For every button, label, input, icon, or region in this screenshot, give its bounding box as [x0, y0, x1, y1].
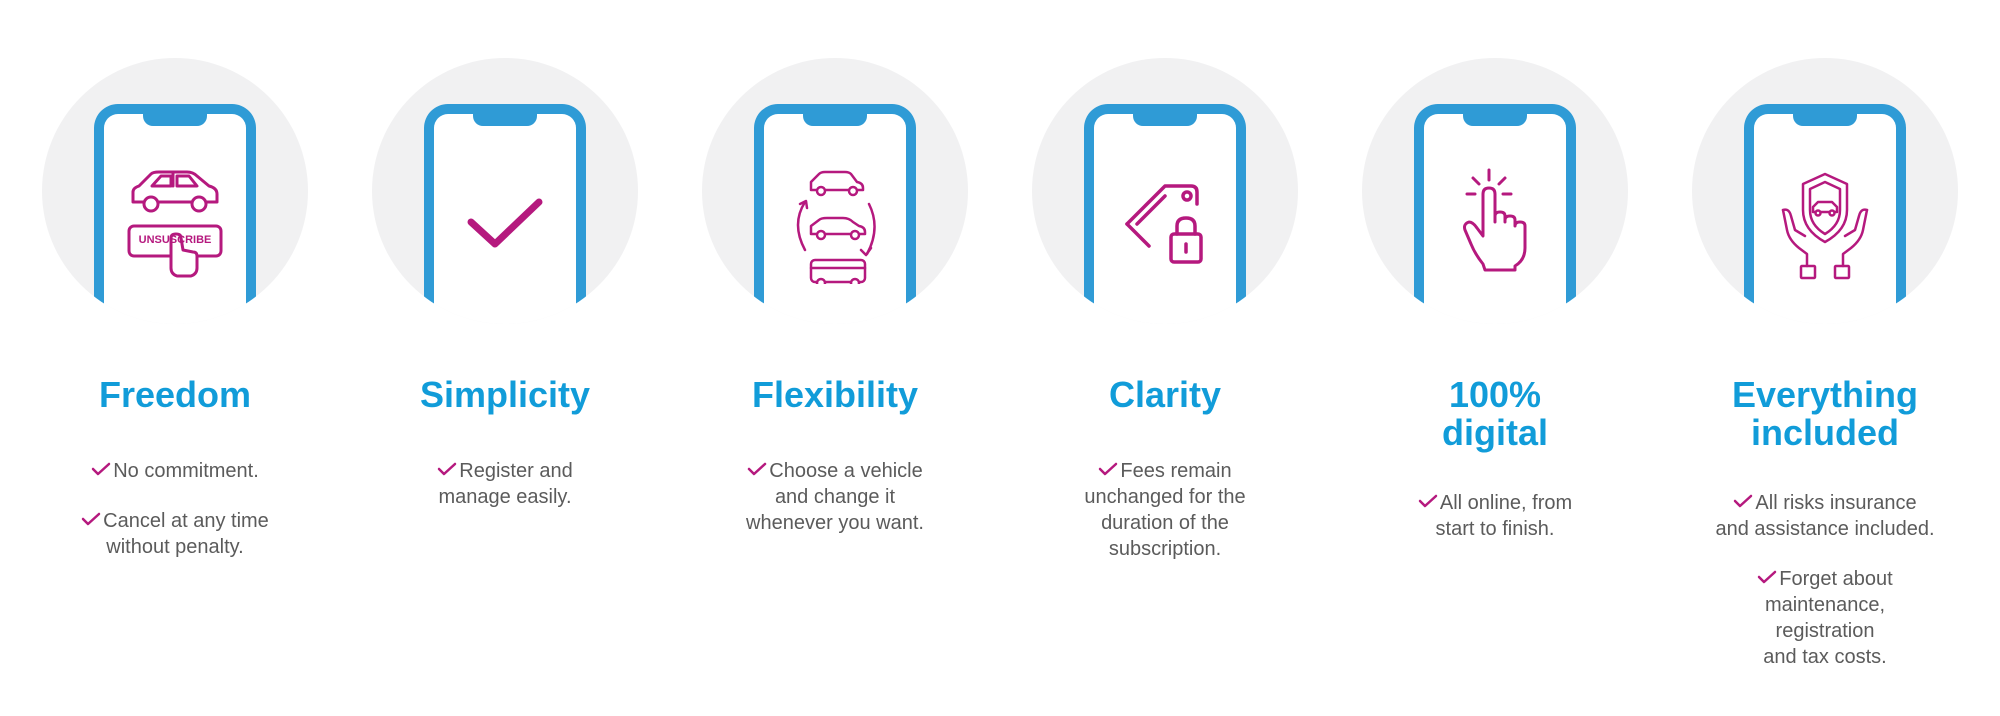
phone-notch [1463, 112, 1527, 126]
check-icon [437, 462, 457, 476]
feature-title: Simplicity [340, 376, 670, 414]
feature-freedom: UNSUSCRIBE Freedom No commitment. Cancel… [10, 0, 340, 716]
feature-point-text: Choose a vehicle and change it whenever … [746, 460, 924, 534]
feature-circle [372, 58, 638, 324]
phone-frame: UNSUSCRIBE [94, 104, 256, 324]
feature-point-text: All risks insurance and assistance inclu… [1715, 492, 1935, 540]
feature-circle [702, 58, 968, 324]
phone-frame [1084, 104, 1246, 324]
feature-simplicity: Simplicity Register and manage easily. [340, 0, 670, 716]
check-icon [1418, 494, 1438, 508]
feature-point: All online, from start to finish. [1330, 490, 1660, 542]
hands-shield-car-icon [1775, 164, 1875, 284]
feature-point: Forget about maintenance, registration a… [1660, 566, 1990, 670]
feature-point-text: Cancel at any time without penalty. [103, 510, 269, 558]
feature-title-text: Everything included [1731, 374, 1919, 453]
feature-title: Clarity [1000, 376, 1330, 414]
phone-notch [1793, 112, 1857, 126]
feature-point: Register and manage easily. [340, 458, 670, 510]
check-icon [1757, 570, 1777, 584]
tap-finger-icon [1445, 164, 1545, 284]
feature-points: Fees remain unchanged for the duration o… [1000, 458, 1330, 586]
feature-point: No commitment. [10, 458, 340, 484]
check-icon [81, 512, 101, 526]
check-icon [747, 462, 767, 476]
phone-frame [1414, 104, 1576, 324]
feature-clarity: Clarity Fees remain unchanged for the du… [1000, 0, 1330, 716]
car-unsubscribe-icon: UNSUSCRIBE [125, 164, 225, 284]
phone-notch [803, 112, 867, 126]
feature-point-text: Forget about maintenance, registration a… [1763, 568, 1893, 668]
feature-title-text: Flexibility [751, 374, 919, 415]
checkmark-icon [455, 164, 555, 284]
phone-notch [473, 112, 537, 126]
feature-flexibility: Flexibility Choose a vehicle and change … [670, 0, 1000, 716]
check-icon [1733, 494, 1753, 508]
feature-points: All online, from start to finish. [1330, 490, 1660, 566]
feature-title: Everything included [1660, 376, 1990, 452]
feature-circle [1362, 58, 1628, 324]
feature-point-text: Fees remain unchanged for the duration o… [1084, 460, 1246, 560]
feature-circle [1032, 58, 1298, 324]
feature-point-text: Register and manage easily. [438, 460, 573, 508]
unsubscribe-label: UNSUSCRIBE [138, 234, 212, 246]
feature-title-text: 100% digital [1442, 374, 1548, 453]
phone-notch [1133, 112, 1197, 126]
feature-point: Cancel at any time without penalty. [10, 508, 340, 560]
feature-everything-included: Everything included All risks insurance … [1660, 0, 1990, 716]
feature-circle: UNSUSCRIBE [42, 58, 308, 324]
phone-frame [754, 104, 916, 324]
feature-circle [1692, 58, 1958, 324]
feature-title: 100% digital [1330, 376, 1660, 452]
feature-point: Fees remain unchanged for the duration o… [1000, 458, 1330, 562]
feature-point-text: No commitment. [113, 460, 259, 482]
feature-point-text: All online, from start to finish. [1435, 492, 1573, 540]
feature-title-text: Freedom [98, 374, 252, 415]
feature-points: All risks insurance and assistance inclu… [1660, 490, 1990, 694]
check-icon [91, 462, 111, 476]
feature-point: Choose a vehicle and change it whenever … [670, 458, 1000, 536]
feature-title-text: Clarity [1108, 374, 1222, 415]
feature-point: All risks insurance and assistance inclu… [1660, 490, 1990, 542]
phone-notch [143, 112, 207, 126]
phone-frame [424, 104, 586, 324]
feature-title: Freedom [10, 376, 340, 414]
feature-title: Flexibility [670, 376, 1000, 414]
feature-points: Choose a vehicle and change it whenever … [670, 458, 1000, 560]
phone-frame [1744, 104, 1906, 324]
feature-points: Register and manage easily. [340, 458, 670, 534]
feature-points: No commitment. Cancel at any time withou… [10, 458, 340, 584]
price-tag-lock-icon [1115, 164, 1215, 284]
feature-title-text: Simplicity [419, 374, 591, 415]
vehicle-swap-icon [785, 164, 885, 284]
feature-digital: 100% digital All online, from start to f… [1330, 0, 1660, 716]
check-icon [1098, 462, 1118, 476]
